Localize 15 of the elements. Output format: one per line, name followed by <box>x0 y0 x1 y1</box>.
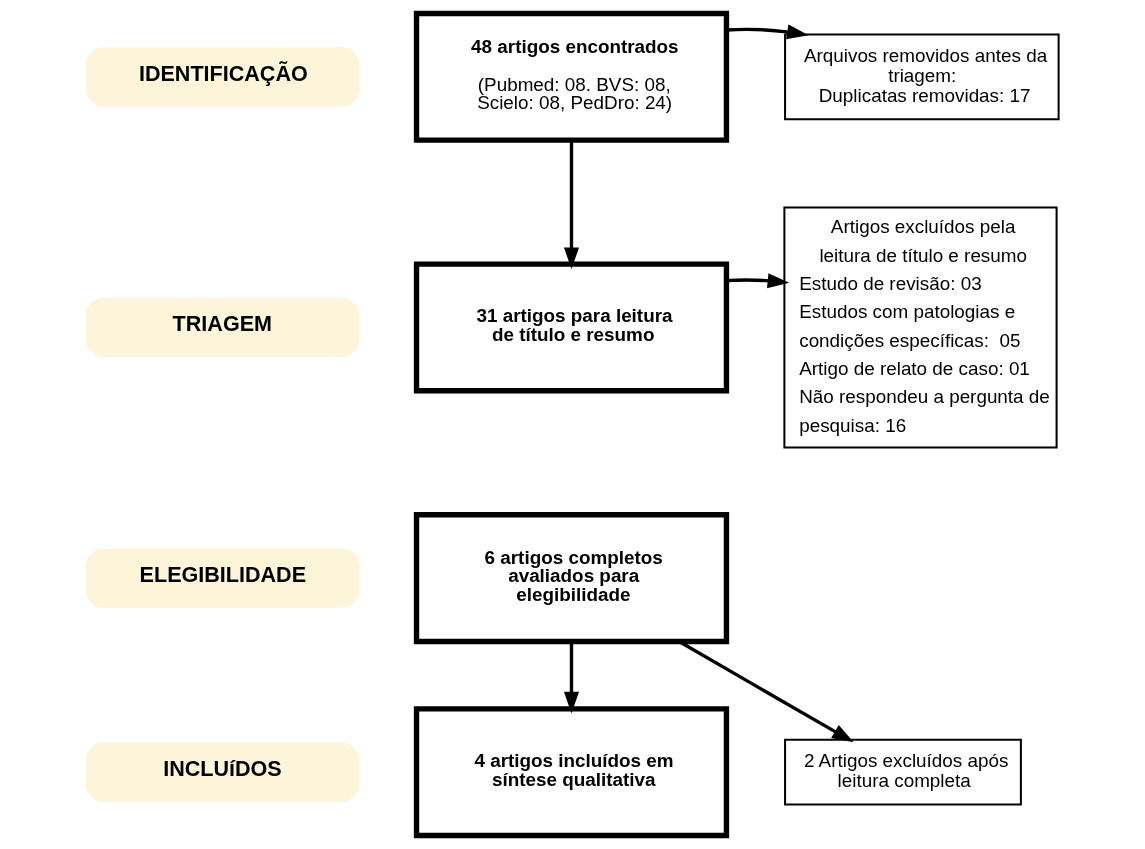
arrow <box>726 273 790 289</box>
node-box: 6 artigos completos avaliados para elegibilidade <box>413 512 730 645</box>
node-box: INCLUíDOS <box>85 742 360 802</box>
arrow <box>563 140 580 270</box>
node-box: Arquivos removidos antes da triagem: Duplicatas removidas: 17 <box>784 33 1060 121</box>
node-box: 4 artigos incluídos em síntese qualitativa <box>413 706 730 839</box>
node-box: 48 artigos encontrados (Pubmed: 08. BVS: 08, Scielo: 08, PedDro: 24) <box>413 10 730 143</box>
node-box: TRIAGEM <box>85 297 360 358</box>
node-box: ELEGIBILIDADE <box>85 548 360 608</box>
arrow <box>726 24 809 40</box>
arrow <box>563 641 580 714</box>
node-box: Artigos excluídos pela leitura de título e resumo Estudo de revisão: 03 Estudos com patologias e condições específicas: 05 Artigo de relato de caso: 01 Não respondeu a pergunta de pesquisa: 16 <box>783 206 1058 449</box>
node-box: 2 Artigos excluídos após leitura completa <box>784 738 1022 806</box>
node-box: IDENTIFICAÇÃO <box>85 47 360 107</box>
node-box: 31 artigos para leitura de título e resumo <box>413 261 730 394</box>
